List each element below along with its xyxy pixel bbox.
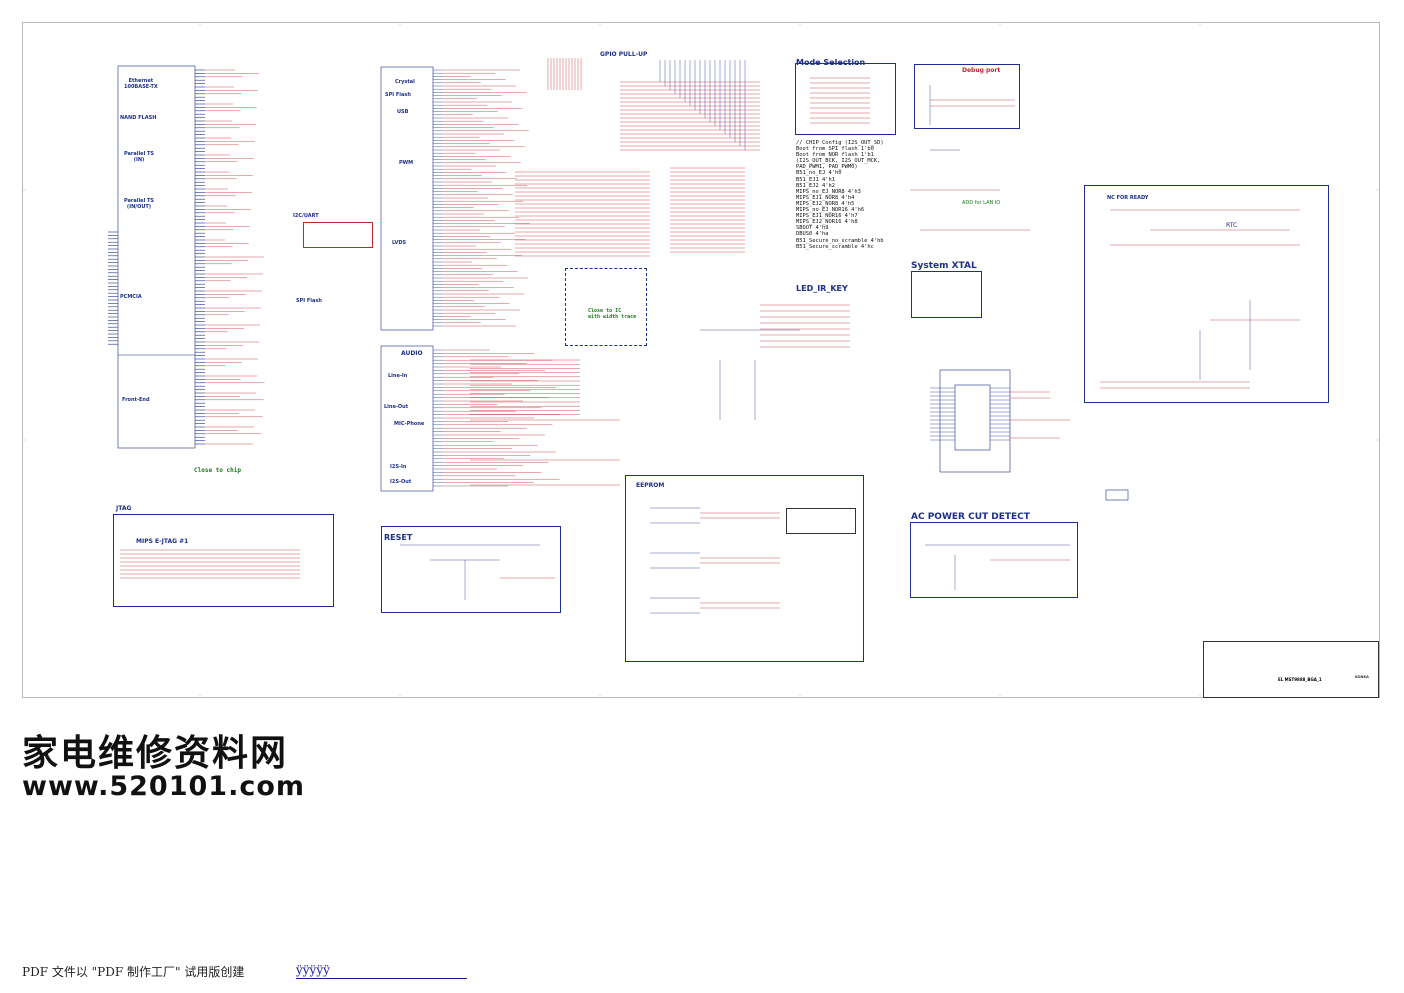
site-url-watermark: www.520101.com	[22, 771, 306, 802]
usb-label: USB	[397, 109, 409, 115]
mode-selection-block	[795, 63, 896, 135]
eeprom-block	[625, 475, 864, 662]
i2s-in-label: I2S-In	[390, 464, 407, 470]
nand-flash-label: NAND FLASH	[120, 115, 157, 121]
crystal-label: Crystal	[395, 79, 415, 85]
pdf-link-underline	[296, 978, 467, 979]
mode-config-line: MIPS_EJ2_NOR8 4'h5	[796, 200, 855, 207]
jtag-title: JTAG	[116, 505, 132, 512]
mode-config-line: B51_EJ2 4'h2	[796, 182, 835, 189]
i2c-uart-label: I2C/UART	[293, 213, 319, 219]
mode-config-line: B51_Secure_scramble 4'hc	[796, 243, 874, 250]
pdf-creator-note: PDF 文件以 "PDF 制作工厂" 试用版创建	[22, 965, 245, 979]
debug-port-block	[914, 64, 1020, 129]
i2s-out-label: I2S-Out	[390, 479, 412, 485]
mips-ejtag-title: MIPS E-JTAG #1	[136, 538, 189, 545]
mode-selection-title: Mode Selection	[796, 58, 866, 67]
system-xtal-title: System XTAL	[911, 261, 977, 271]
mode-config-line: DBUS0 4'ha	[796, 231, 829, 238]
reset-title: RESET	[384, 533, 413, 542]
rtc-block	[1084, 185, 1329, 403]
debug-port-title: Debug port	[962, 67, 1001, 74]
system-xtal-block	[911, 271, 982, 318]
close-to-chip-note: Close to chip	[194, 467, 241, 474]
mode-config-line: PAD_PWM1, PAD_PWM0)	[796, 164, 858, 171]
site-name-watermark: 家电维修资料网	[22, 732, 289, 774]
parallel-ts-inout-label: Parallel TS (IN/OUT)	[124, 198, 155, 210]
i2c-uart-block	[303, 222, 373, 248]
eeprom-note-box	[786, 508, 856, 534]
nc-for-ready-label: NC FOR READY	[1107, 195, 1149, 201]
line-in-label: Line-In	[388, 373, 408, 379]
mode-config-line: B51_EJ1 4'h1	[796, 176, 835, 183]
gpio-pullup-block	[565, 268, 647, 346]
jtag-block	[113, 514, 334, 607]
pwm-label: PWM	[399, 160, 414, 166]
spi-flash-label: SPI Flash	[296, 298, 322, 304]
title-block: EL MST9888_BGA_1 KONKA	[1203, 641, 1379, 698]
company-name: KONKA	[1355, 675, 1369, 679]
spi-flash-pin-label: SPI Flash	[385, 92, 411, 98]
mode-config-line: MIPS_EJ2_NOR16 4'h8	[796, 219, 858, 226]
mode-config-table: // CHIP Config (I2S_OUT_SD) Boot from SP…	[796, 140, 884, 250]
close-to-ic-note: Close to IC with width trace	[588, 308, 637, 320]
mode-config-line: Boot from SPI flash 1'b0	[796, 146, 874, 153]
audio-label: AUDIO	[401, 350, 423, 357]
mode-config-line: MIPS_no_EJ_NOR8 4'h3	[796, 188, 861, 195]
doc-name: EL MST9888_BGA_1	[1278, 677, 1322, 682]
mode-config-line: B51_no_EJ 4'h0	[796, 170, 842, 177]
mode-config-line: MIPS_no_EJ_NOR16 4'h6	[796, 207, 865, 214]
mode-config-line: B51_Secure_no_scramble 4'hb	[796, 237, 884, 244]
add-lan-io-label: ADD for LAN IO	[962, 200, 1001, 206]
mode-config-line: MIPS_EJ1_NOR8 4'h4	[796, 194, 855, 201]
mode-config-line: (I2S_OUT_BCK, I2S_OUT_MCK,	[796, 158, 881, 165]
pdf-creator-link[interactable]: ÿÿÿÿÿ	[296, 963, 330, 977]
gpio-pullup-title: GPIO PULL-UP	[600, 51, 648, 58]
front-end-label: Front-End	[122, 397, 150, 403]
mode-config-line: // CHIP Config (I2S_OUT_SD)	[796, 140, 884, 146]
ac-power-cut-block	[910, 522, 1078, 598]
ac-power-cut-title: AC POWER CUT DETECT	[911, 512, 1030, 522]
mode-config-line: SBOOT 4'h9	[796, 225, 829, 232]
mode-config-line: MIPS_EJ1_NOR16 4'h7	[796, 213, 858, 220]
mode-config-line: Boot from NOR flash 1'b1	[796, 152, 874, 159]
led-ir-key-title: LED_IR_KEY	[796, 284, 848, 293]
reset-block	[381, 526, 561, 613]
schematic-sheet	[22, 22, 1380, 698]
parallel-ts-in-label: Parallel TS (IN)	[124, 151, 155, 163]
pcmcia-label: PCMCIA	[120, 294, 142, 300]
eeprom-title: EEPROM	[636, 482, 665, 489]
lvds-label: LVDS	[392, 240, 407, 246]
mic-phone-label: MIC-Phone	[394, 421, 425, 427]
ethernet-label: Ethernet 100BASE-TX	[124, 78, 158, 90]
line-out-label: Line-Out	[384, 404, 409, 410]
rtc-label: RTC	[1226, 222, 1238, 229]
